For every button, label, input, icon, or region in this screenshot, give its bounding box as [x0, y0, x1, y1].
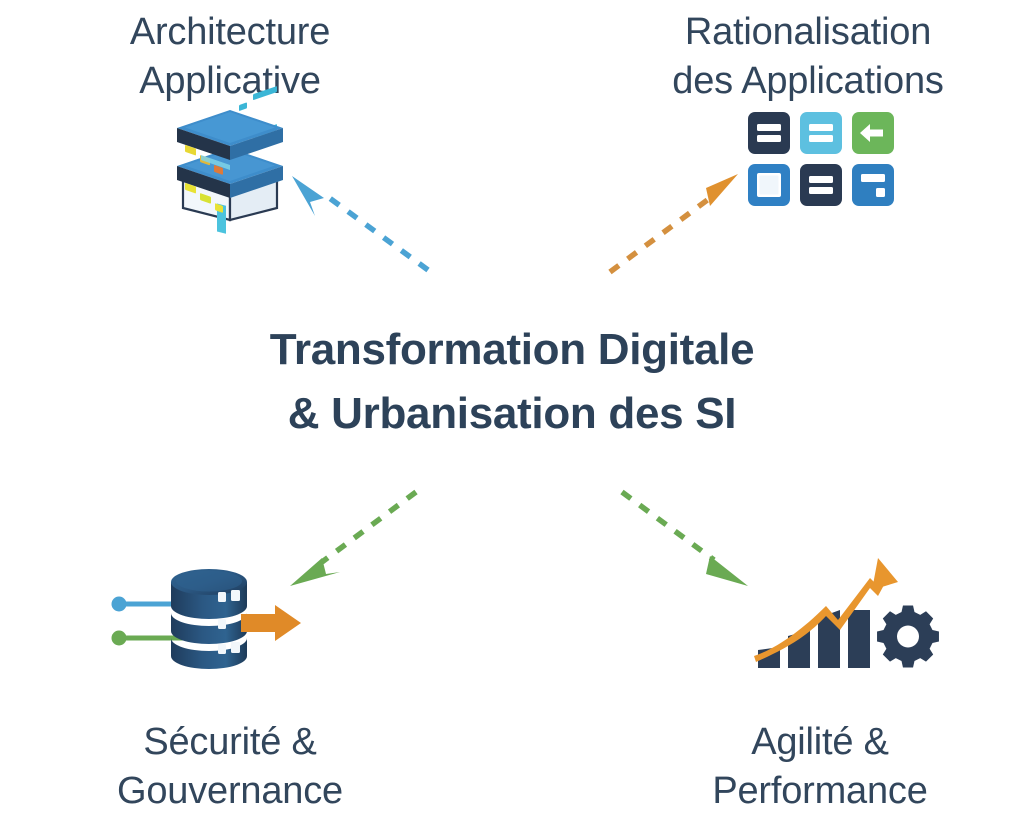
database-pipeline-icon	[105, 552, 313, 680]
connector-to-rationalisation	[606, 172, 748, 276]
growth-chart-gear-icon	[752, 552, 954, 684]
node-label-rationalisation-des-applications: Rationalisation des Applications	[672, 11, 944, 102]
application-grid-icon	[748, 112, 894, 208]
server-stack-icon	[155, 86, 305, 234]
connector-to-architecture	[282, 172, 434, 276]
connector-to-agilite	[616, 486, 754, 590]
connector-to-securite	[286, 486, 422, 590]
node-label-securite-gouvernance: Sécurité & Gouvernance	[117, 721, 343, 812]
node-label-architecture-applicative: Architecture Applicative	[129, 11, 331, 102]
page-title: Transformation Digitale & Urbanisation d…	[269, 325, 755, 438]
node-label-agilite-performance: Agilité & Performance	[712, 721, 928, 812]
